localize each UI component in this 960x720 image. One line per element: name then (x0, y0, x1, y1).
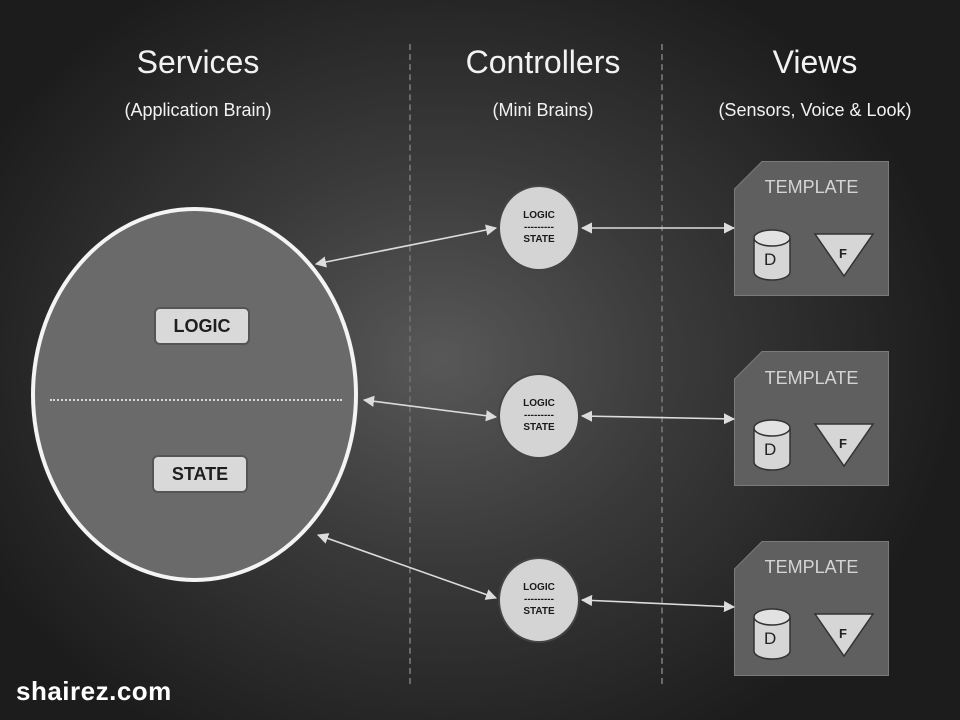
controller-separator: --------- (524, 594, 554, 605)
service-state-box: STATE (152, 455, 248, 493)
filter-label: F (839, 436, 847, 451)
controller-node: LOGIC --------- STATE (498, 557, 580, 643)
controllers-title: Controllers (465, 44, 621, 80)
data-cylinder-icon (753, 608, 791, 660)
filter-triangle-icon (813, 613, 875, 658)
template-card-border (734, 161, 889, 296)
column-divider-left (409, 44, 411, 684)
controller-separator: --------- (524, 222, 554, 233)
column-divider-right (661, 44, 663, 684)
watermark: shairez.com (16, 676, 172, 706)
controller-logic-label: LOGIC (523, 398, 555, 409)
filter-label: F (839, 626, 847, 641)
views-subtitle: (Sensors, Voice & Look) (718, 100, 912, 120)
controller-state-label: STATE (523, 234, 555, 245)
filter-triangle-icon (813, 423, 875, 468)
arrow-service-controller-1 (314, 224, 498, 268)
template-title: TEMPLATE (764, 557, 859, 577)
template-card-border (734, 351, 889, 486)
controllers-subtitle: (Mini Brains) (492, 100, 594, 120)
arrow-service-controller-2 (362, 395, 498, 422)
template-title: TEMPLATE (764, 177, 859, 197)
controller-node: LOGIC --------- STATE (498, 185, 580, 271)
controller-logic-label: LOGIC (523, 210, 555, 221)
views-title: Views (772, 44, 858, 80)
data-label: D (764, 440, 777, 459)
data-cylinder-icon (753, 229, 791, 281)
arrow-controller-view-2 (580, 410, 736, 425)
controller-logic-label: LOGIC (523, 582, 555, 593)
controller-separator: --------- (524, 410, 554, 421)
brain-separator (50, 399, 342, 401)
service-brain (31, 207, 358, 582)
filter-label: F (839, 246, 847, 261)
services-subtitle: (Application Brain) (124, 100, 272, 120)
data-label: D (764, 629, 777, 648)
controller-node: LOGIC --------- STATE (498, 373, 580, 459)
data-label: D (764, 250, 777, 269)
filter-triangle-icon (813, 233, 875, 278)
controller-state-label: STATE (523, 422, 555, 433)
service-logic-box: LOGIC (154, 307, 250, 345)
services-title: Services (136, 44, 260, 80)
arrow-service-controller-3 (316, 533, 498, 600)
template-title: TEMPLATE (764, 368, 859, 388)
arrow-controller-view-3 (580, 594, 736, 613)
template-card-border (734, 541, 889, 676)
controller-state-label: STATE (523, 606, 555, 617)
data-cylinder-icon (753, 419, 791, 471)
